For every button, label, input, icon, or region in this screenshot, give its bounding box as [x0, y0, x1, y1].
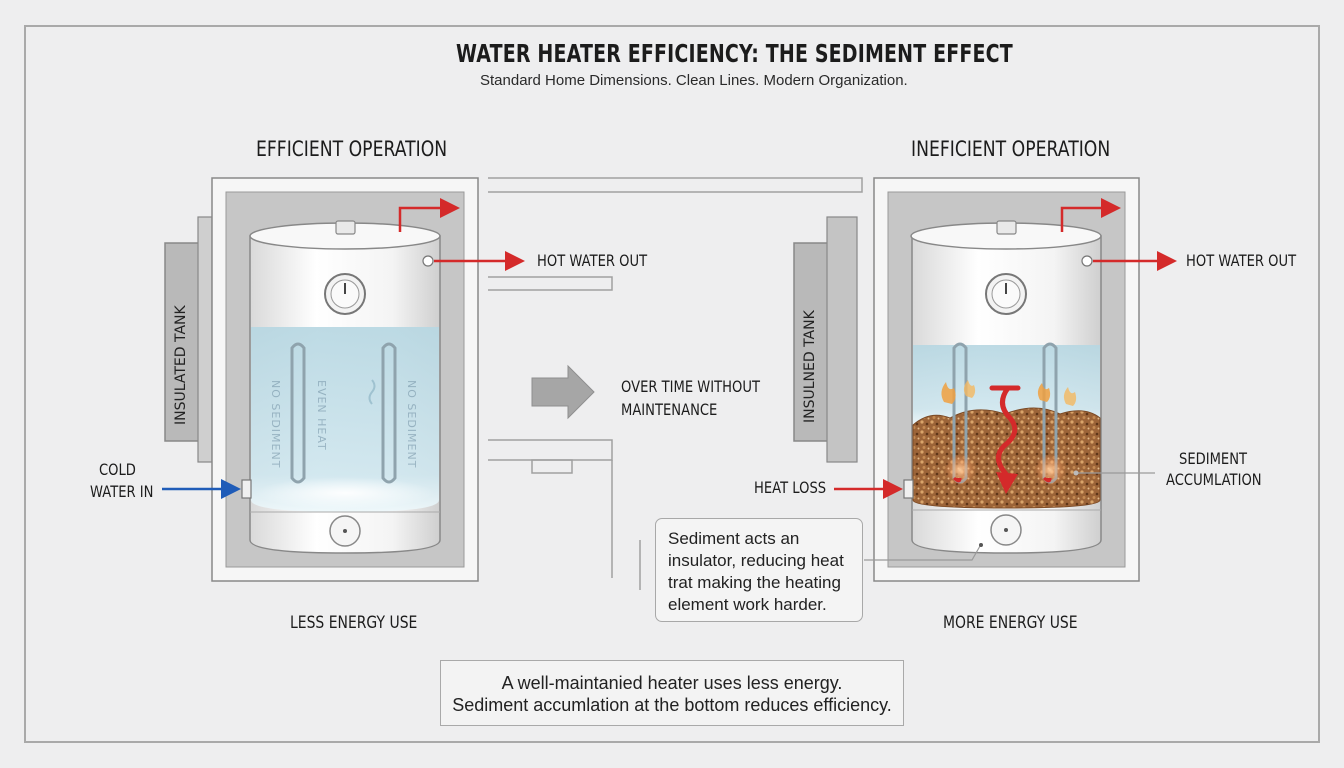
flame-icon [1037, 383, 1051, 402]
element-tip-left [952, 476, 962, 483]
diagram-subtitle: Standard Home Dimensions. Clean Lines. M… [480, 72, 908, 89]
callout-line-1: Sediment acts an [668, 529, 800, 548]
sediment-leader-dot [1073, 470, 1079, 476]
heat-loss-label: HEAT LOSS [754, 478, 827, 497]
tank-water [251, 327, 439, 512]
insulated-tank-label-left: INSULATED TANK [173, 305, 189, 425]
heating-element-left [290, 342, 306, 484]
hot-outlet-port [422, 255, 434, 267]
sediment-callout-box: Sediment acts an insulator, reducing hea… [655, 518, 863, 622]
faint-label-1: NO SEDIMENT [269, 380, 282, 469]
efficient-heading: EFFICIENT OPERATION [256, 137, 448, 161]
cold-inlet-port [241, 479, 252, 499]
more-energy-label: MORE ENERGY USE [943, 613, 1078, 633]
flame-icon [941, 382, 956, 404]
convection-wave-icon [368, 379, 376, 405]
faint-label-3: NO SEDIMENT [405, 380, 418, 469]
element-tip-right [1042, 476, 1052, 483]
lower-connector [488, 439, 613, 461]
inefficient-heading: INEFICIENT OPERATION [911, 137, 1111, 161]
transition-arrow-icon [531, 364, 595, 420]
middle-connectors [488, 177, 863, 590]
flame-icon [963, 380, 976, 398]
callout-line-2: insulator, reducing heat [668, 551, 844, 570]
top-hot-arrow [398, 198, 460, 232]
outer-frame [24, 25, 1320, 743]
connector-tab [531, 459, 573, 474]
hot-spot-left [944, 454, 976, 486]
callout-leader-dot [979, 543, 983, 547]
heating-element-right [381, 342, 397, 484]
drain-valve-center [343, 529, 347, 533]
inlet-port-right [903, 479, 914, 499]
sediment-label-line2: ACCUMLATION [1166, 470, 1262, 489]
cold-label-line1: COLD [99, 460, 136, 479]
side-insulation-edge [197, 216, 213, 463]
tank-valve [335, 220, 356, 235]
hot-outlet-port-right [1081, 255, 1093, 267]
inefficient-heater [793, 177, 1177, 582]
efficient-heater [162, 177, 525, 582]
tank-valve-right [996, 220, 1017, 235]
heat-loss-wave-icon [989, 385, 1021, 477]
callout-leader-line [864, 545, 981, 561]
upper-connector [488, 276, 613, 291]
diagram-title: WATER HEATER EFFICIENCY: THE SEDIMENT EF… [456, 39, 1013, 68]
top-connector [488, 177, 863, 193]
hot-water-out-label-left: HOT WATER OUT [537, 251, 648, 270]
faint-label-2: EVEN HEAT [315, 380, 328, 451]
transition-label-line1: OVER TIME WITHOUT [621, 377, 760, 396]
sediment-label-line1: SEDIMENT [1179, 449, 1248, 468]
transition-label-line2: MAINTENANCE [621, 400, 718, 419]
insulated-tank-label-right: INSULNED TANK [802, 310, 818, 423]
top-hot-arrow-right [1060, 198, 1121, 232]
callout-line-3: trat making the heating [668, 573, 841, 592]
water-glow [255, 477, 435, 509]
cold-label-line2: WATER IN [90, 482, 154, 501]
hot-water-out-label-right: HOT WATER OUT [1186, 251, 1297, 270]
callout-line-4: element work harder. [668, 595, 827, 614]
summary-line-1: A well-maintanied heater uses less energ… [501, 673, 843, 693]
heat-loss-wave-arrowhead [996, 472, 1018, 494]
summary-line-2: Sediment accumlation at the bottom reduc… [452, 695, 892, 715]
hot-spot-right [1034, 454, 1066, 486]
drain-valve-center-right [1004, 528, 1008, 532]
summary-box: A well-maintanied heater uses less energ… [440, 660, 904, 726]
flame-icon [1063, 387, 1077, 406]
side-insulation-edge-right [826, 216, 858, 463]
less-energy-label: LESS ENERGY USE [290, 613, 418, 633]
